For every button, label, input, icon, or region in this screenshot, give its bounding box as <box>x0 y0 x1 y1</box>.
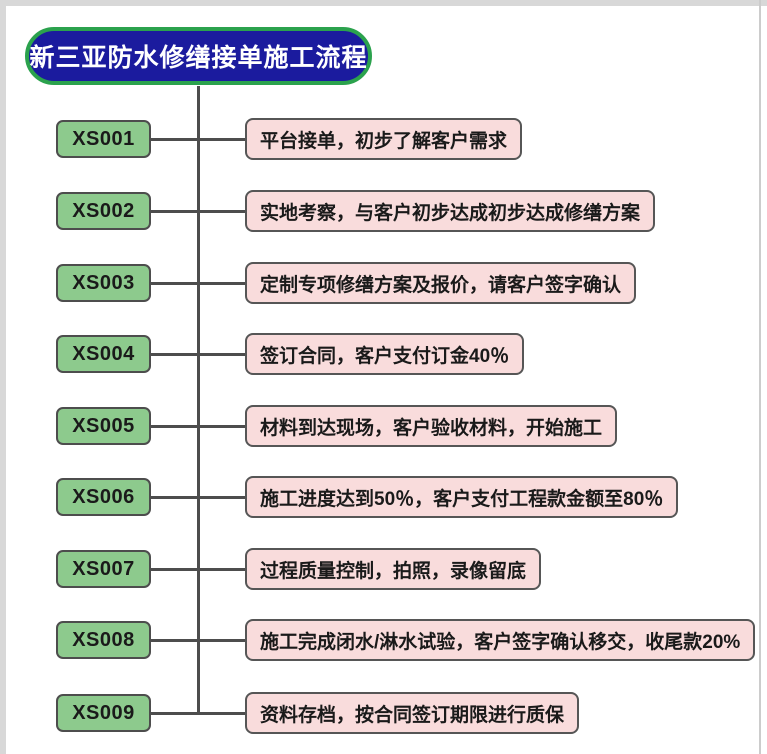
step-id-label: XS005 <box>72 414 135 437</box>
step-id-label: XS003 <box>72 271 135 294</box>
canvas-left-edge <box>0 0 6 754</box>
step-desc-label: 平台接单，初步了解客户需求 <box>260 130 508 152</box>
step-id-node: XS001 <box>56 120 151 158</box>
row-connector-line <box>150 209 247 213</box>
step-id-label: XS008 <box>72 628 135 651</box>
step-desc-node: 资料存档，按合同签订期限进行质保 <box>245 692 580 734</box>
step-desc-label: 资料存档，按合同签订期限进行质保 <box>260 704 565 726</box>
step-desc-node: 过程质量控制，拍照，录像留底 <box>245 548 542 590</box>
step-id-node: XS008 <box>56 621 151 659</box>
step-desc-node: 施工完成闭水/淋水试验，客户签字确认移交，收尾款20% <box>245 619 756 661</box>
step-desc-node: 实地考察，与客户初步达成初步达成修缮方案 <box>245 190 656 232</box>
canvas-top-edge <box>0 0 767 6</box>
row-connector-line <box>150 711 247 715</box>
step-id-node: XS004 <box>56 335 151 373</box>
trunk-connector-line <box>197 86 200 715</box>
row-connector-line <box>150 638 247 642</box>
row-connector-line <box>150 567 247 571</box>
step-desc-label: 施工完成闭水/淋水试验，客户签字确认移交，收尾款20% <box>260 631 741 653</box>
step-id-label: XS006 <box>72 485 135 508</box>
step-desc-label: 材料到达现场，客户验收材料，开始施工 <box>260 417 603 439</box>
step-desc-label: 定制专项修缮方案及报价，请客户签字确认 <box>260 274 622 296</box>
canvas-right-edge <box>759 0 761 754</box>
row-connector-line <box>150 352 247 356</box>
step-id-node: XS009 <box>56 694 151 732</box>
flow-title-label: 新三亚防水修缮接单施工流程 <box>29 44 368 72</box>
step-id-node: XS002 <box>56 192 151 230</box>
step-desc-node: 定制专项修缮方案及报价，请客户签字确认 <box>245 262 637 304</box>
flow-title-node: 新三亚防水修缮接单施工流程 <box>25 27 372 85</box>
row-connector-line <box>150 495 247 499</box>
row-connector-line <box>150 424 247 428</box>
row-connector-line <box>150 281 247 285</box>
step-desc-node: 施工进度达到50％，客户支付工程款金额至80％ <box>245 476 679 518</box>
step-id-label: XS007 <box>72 557 135 580</box>
step-desc-label: 签订合同，客户支付订金40％ <box>260 345 510 367</box>
step-id-node: XS005 <box>56 407 151 445</box>
step-desc-label: 施工进度达到50％，客户支付工程款金额至80％ <box>260 488 664 510</box>
step-id-node: XS003 <box>56 264 151 302</box>
step-desc-node: 平台接单，初步了解客户需求 <box>245 118 523 160</box>
step-id-label: XS001 <box>72 127 135 150</box>
row-connector-line <box>150 137 247 141</box>
step-id-label: XS002 <box>72 199 135 222</box>
step-id-node: XS007 <box>56 550 151 588</box>
step-desc-node: 签订合同，客户支付订金40％ <box>245 333 525 375</box>
step-desc-label: 过程质量控制，拍照，录像留底 <box>260 560 527 582</box>
step-id-label: XS009 <box>72 701 135 724</box>
step-desc-label: 实地考察，与客户初步达成初步达成修缮方案 <box>260 202 641 224</box>
step-id-label: XS004 <box>72 342 135 365</box>
step-desc-node: 材料到达现场，客户验收材料，开始施工 <box>245 405 618 447</box>
step-id-node: XS006 <box>56 478 151 516</box>
